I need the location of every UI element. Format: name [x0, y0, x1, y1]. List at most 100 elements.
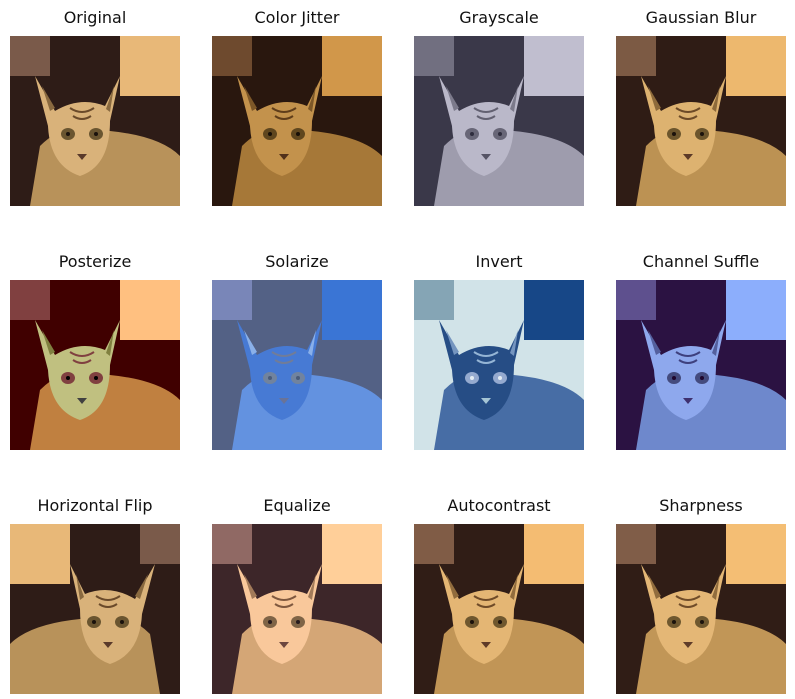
cat-pupil: [470, 376, 474, 380]
cat-image: [616, 280, 786, 450]
cat-ear: [510, 86, 518, 112]
cat-pupil: [296, 132, 300, 136]
cat-pupil: [672, 620, 676, 624]
cat-nose: [77, 398, 87, 404]
cat-pupil: [296, 620, 300, 624]
cat-image: [212, 280, 382, 450]
background-light-area: [524, 280, 584, 340]
background-shadow: [616, 36, 656, 76]
cat-ear: [244, 330, 257, 355]
cat-stripe: [98, 603, 118, 608]
image-content: [10, 280, 180, 450]
cat-image: [212, 36, 382, 206]
cat-stripe: [271, 107, 297, 113]
cat-head: [237, 320, 322, 420]
cat-nose: [279, 642, 289, 648]
cat-ear: [446, 86, 459, 111]
cat-stripe: [476, 115, 496, 120]
cat-pupil: [92, 620, 96, 624]
cat-stripe: [675, 595, 701, 601]
cat-head: [641, 76, 726, 176]
cat-image: [414, 36, 584, 206]
cat-pupil: [470, 132, 474, 136]
background-light-area: [524, 524, 584, 584]
cat-ear: [648, 86, 661, 111]
cat-head: [237, 564, 322, 664]
image-content: [616, 280, 786, 450]
cat-pupil: [700, 376, 704, 380]
background-shadow: [212, 280, 252, 320]
cat-ear: [446, 574, 459, 599]
cat-ear: [308, 330, 316, 356]
cat-pupil: [498, 620, 502, 624]
cat-ear: [712, 574, 720, 600]
background-light-area: [10, 524, 70, 584]
panel-title: Original: [63, 8, 127, 27]
cat-nose: [279, 154, 289, 160]
cat-stripe: [476, 603, 496, 608]
cat-pupil: [268, 132, 272, 136]
panel-title: Autocontrast: [447, 496, 551, 515]
cat-stripe: [473, 107, 499, 113]
cat-ear: [712, 330, 720, 356]
cat-ear: [42, 330, 55, 355]
background-light-area: [524, 36, 584, 96]
cat-ear: [106, 330, 114, 356]
panel-title: Gaussian Blur: [645, 8, 757, 27]
cat-image: [10, 36, 180, 206]
cat-stripe: [72, 359, 92, 364]
cat-ear: [446, 330, 459, 355]
image-content: [414, 524, 584, 694]
cat-pupil: [498, 132, 502, 136]
cat-stripe: [678, 359, 698, 364]
cat-nose: [683, 642, 693, 648]
cat-nose: [481, 642, 491, 648]
cat-stripe: [69, 351, 95, 357]
cat-pupil: [700, 620, 704, 624]
cat-ear: [244, 86, 257, 111]
cat-head: [70, 564, 155, 664]
cat-stripe: [675, 107, 701, 113]
background-light-area: [322, 524, 382, 584]
panel-title: Solarize: [265, 252, 329, 271]
cat-stripe: [274, 359, 294, 364]
image-content: [414, 36, 584, 206]
cat-stripe: [69, 107, 95, 113]
panel-title: Color Jitter: [254, 8, 340, 27]
cat-image: [414, 280, 584, 450]
background-light-area: [120, 280, 180, 340]
cat-head: [35, 76, 120, 176]
background-shadow: [10, 280, 50, 320]
image-content: [212, 524, 382, 694]
image-content: [414, 280, 584, 450]
cat-ear: [510, 330, 518, 356]
cat-stripe: [72, 115, 92, 120]
cat-pupil: [94, 132, 98, 136]
cat-pupil: [296, 376, 300, 380]
cat-ear: [510, 574, 518, 600]
cat-ear: [135, 574, 148, 599]
cat-pupil: [672, 132, 676, 136]
panel-title: Sharpness: [659, 496, 743, 515]
background-light-area: [322, 280, 382, 340]
cat-stripe: [473, 595, 499, 601]
panel-title: Horizontal Flip: [37, 496, 153, 515]
image-content: [212, 280, 382, 450]
cat-ear: [648, 330, 661, 355]
cat-image: [212, 524, 382, 694]
background-shadow: [414, 524, 454, 564]
cat-head: [35, 320, 120, 420]
cat-nose: [481, 398, 491, 404]
cat-image: [616, 36, 786, 206]
cat-image: [414, 524, 584, 694]
background-shadow: [212, 524, 252, 564]
cat-head: [439, 320, 524, 420]
background-shadow: [414, 280, 454, 320]
cat-ear: [244, 574, 257, 599]
cat-stripe: [675, 351, 701, 357]
cat-pupil: [120, 620, 124, 624]
background-light-area: [726, 280, 786, 340]
cat-nose: [77, 154, 87, 160]
background-shadow: [212, 36, 252, 76]
cat-ear: [308, 574, 316, 600]
